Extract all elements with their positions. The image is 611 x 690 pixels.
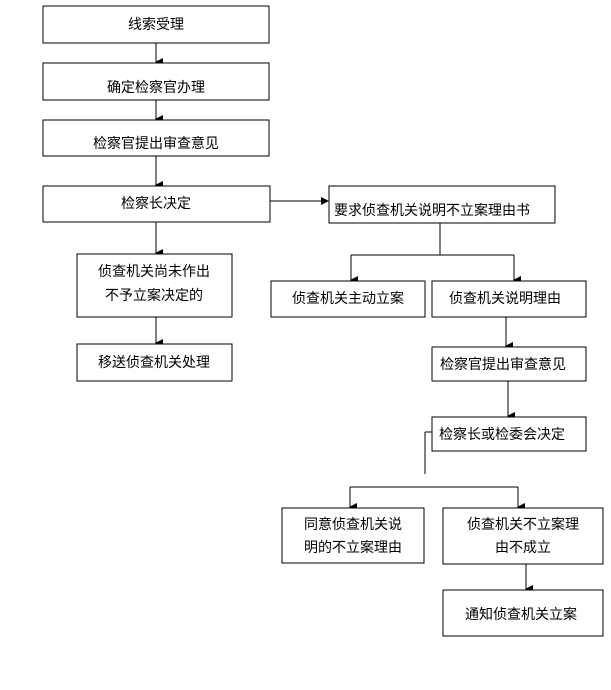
node-review1: 检察官提出审查意见 (42, 119, 270, 157)
node-notify: 通知侦查机关立案 (442, 589, 604, 637)
node-initiative-label: 侦查机关主动立案 (292, 290, 404, 307)
node-explain: 侦查机关说明理由 (431, 280, 587, 318)
node-not-valid-label-1: 侦查机关不立案理 (467, 516, 579, 533)
node-not-decided-label-2: 不予立案决定的 (105, 287, 203, 304)
node-not-valid: 侦查机关不立案理 由不成立 (442, 507, 604, 565)
node-require-label: 要求侦查机关说明不立案理由书 (334, 202, 530, 219)
node-committee-label: 检察长或检委会决定 (439, 426, 565, 443)
node-agree: 同意侦查机关说 明的不立案理由 (281, 507, 425, 564)
node-explain-label: 侦查机关说明理由 (449, 291, 561, 307)
node-not-valid-label-2: 由不成立 (495, 540, 551, 556)
node-assign-label: 确定检察官办理 (107, 79, 205, 96)
node-assign: 确定检察官办理 (42, 62, 270, 101)
nodes: 线索受理 确定检察官办理 检察官提出审查意见 检察长决定 侦查机关尚未作出 不予… (42, 5, 604, 637)
node-transfer: 移送侦查机关处理 (76, 343, 233, 382)
node-committee: 检察长或检委会决定 (431, 416, 587, 452)
node-clue-label: 线索受理 (128, 16, 184, 33)
edges (155, 43, 533, 593)
node-not-decided-label-1: 侦查机关尚未作出 (98, 264, 210, 280)
node-agree-label-2: 明的不立案理由 (304, 539, 402, 556)
node-chief-label: 检察长决定 (121, 195, 191, 212)
node-notify-label: 通知侦查机关立案 (465, 606, 577, 623)
node-review2-label: 检察官提出审查意见 (440, 356, 566, 373)
node-clue: 线索受理 (42, 5, 270, 44)
node-agree-label-1: 同意侦查机关说 (304, 516, 402, 533)
node-initiative: 侦查机关主动立案 (270, 280, 426, 318)
node-require: 要求侦查机关说明不立案理由书 (328, 185, 556, 224)
node-review2: 检察官提出审查意见 (431, 346, 587, 382)
node-transfer-label: 移送侦查机关处理 (98, 355, 210, 371)
node-chief: 检察长决定 (42, 185, 271, 223)
node-not-decided: 侦查机关尚未作出 不予立案决定的 (76, 253, 233, 318)
node-review1-label: 检察官提出审查意见 (93, 135, 219, 152)
